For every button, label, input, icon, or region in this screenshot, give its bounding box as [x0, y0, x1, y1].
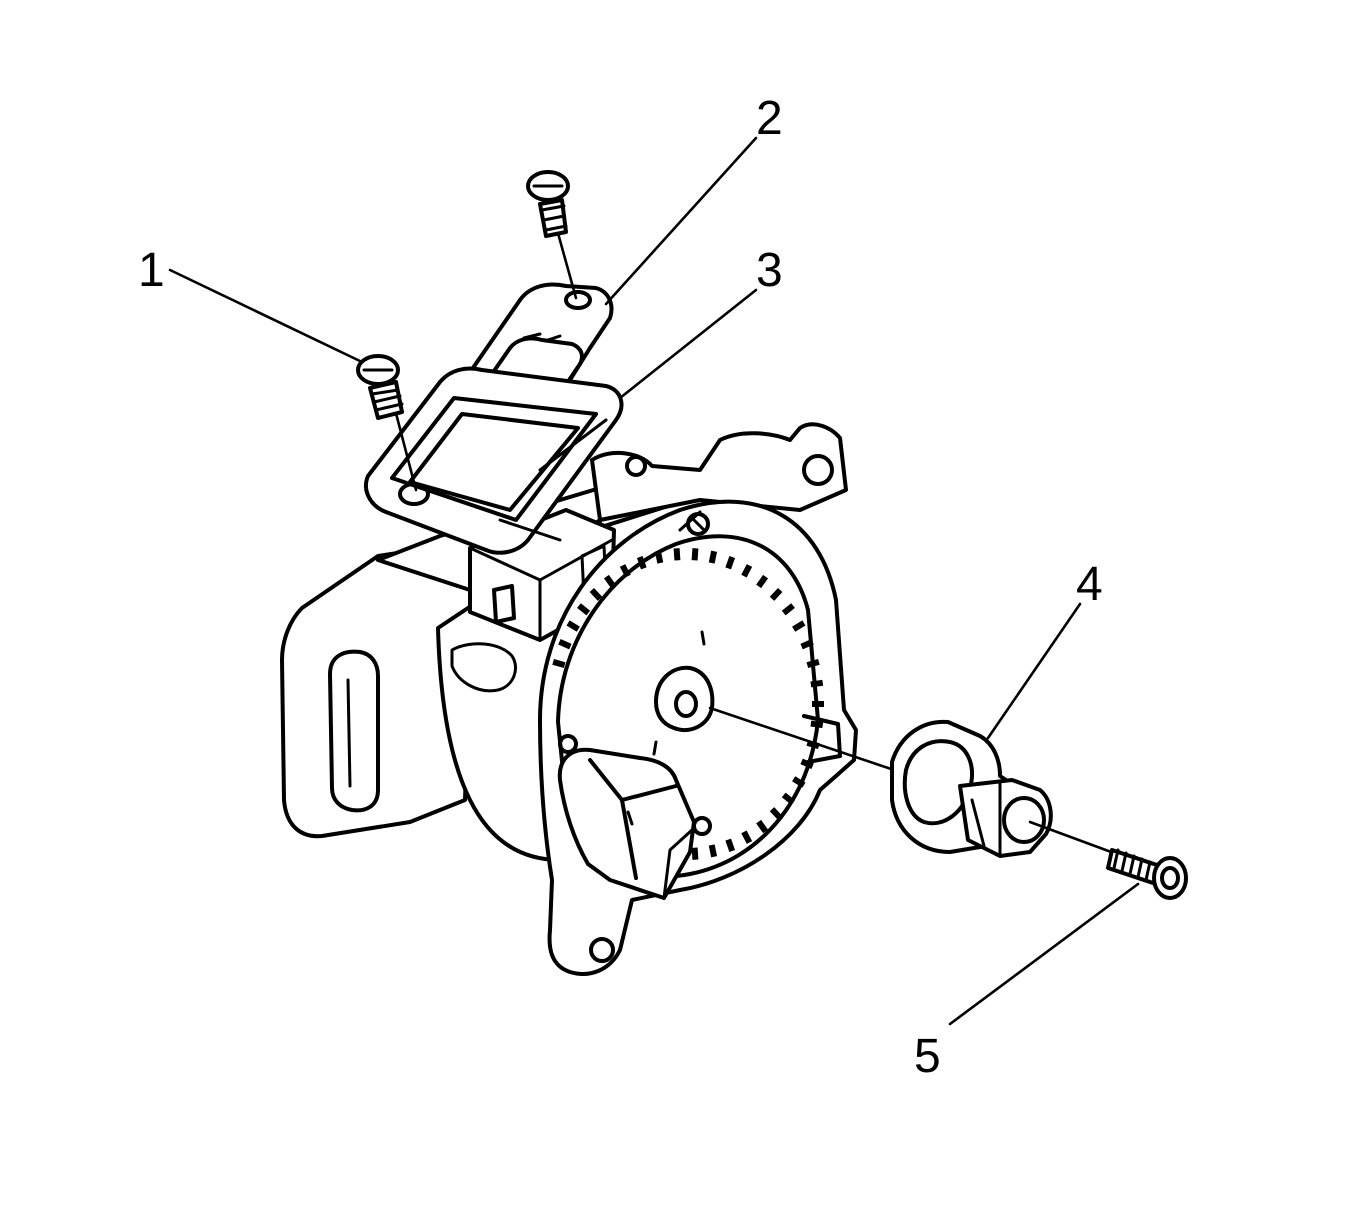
encoder-slot: [806, 658, 820, 669]
callout-5: 5: [914, 1030, 941, 1083]
callout-2: 2: [756, 92, 783, 145]
encoder-slot: [552, 658, 566, 669]
encoder-slot: [577, 603, 591, 616]
sensor-housing: [280, 422, 848, 862]
encoder-slot: [810, 720, 824, 729]
encoder-slot: [741, 830, 753, 844]
encoder-slot: [589, 587, 603, 601]
encoder-slot: [800, 639, 814, 650]
encoder-slot: [708, 844, 718, 858]
shaft-bushing: [708, 706, 1053, 858]
encoder-slot: [812, 701, 824, 707]
encoder-slot: [654, 550, 664, 564]
encoder-slot: [691, 847, 699, 860]
encoder-slot: [800, 758, 814, 769]
callout-leaders: [168, 136, 1140, 1026]
retaining-bolt: [1028, 820, 1188, 900]
callout-4: 4: [1076, 558, 1103, 611]
encoder-slot: [792, 776, 806, 788]
cover-screws: [356, 170, 578, 492]
encoder-slot: [756, 819, 769, 834]
encoder-slot: [691, 548, 699, 561]
encoder-slot: [708, 550, 718, 564]
callout-1: 1: [138, 244, 165, 297]
callout-3: 3: [756, 244, 783, 297]
encoder-slot: [619, 564, 631, 578]
encoder-slot: [781, 603, 795, 616]
encoder-slot: [756, 574, 769, 589]
encoder-slot: [781, 792, 795, 805]
encoder-slot: [741, 564, 753, 578]
gasket: [364, 366, 624, 555]
encoder-slot: [769, 587, 783, 601]
encoder-slot: [603, 574, 616, 589]
encoder-slot: [558, 639, 572, 650]
encoder-slot: [792, 620, 806, 632]
encoder-slot: [566, 620, 580, 632]
encoder-slot: [725, 838, 736, 852]
encoder-slot: [673, 548, 681, 561]
connector-plug: [557, 747, 696, 900]
encoder-slot: [769, 807, 783, 821]
encoder-slot: [810, 679, 824, 688]
encoder-slot: [725, 556, 736, 570]
encoder-slot: [636, 556, 647, 570]
